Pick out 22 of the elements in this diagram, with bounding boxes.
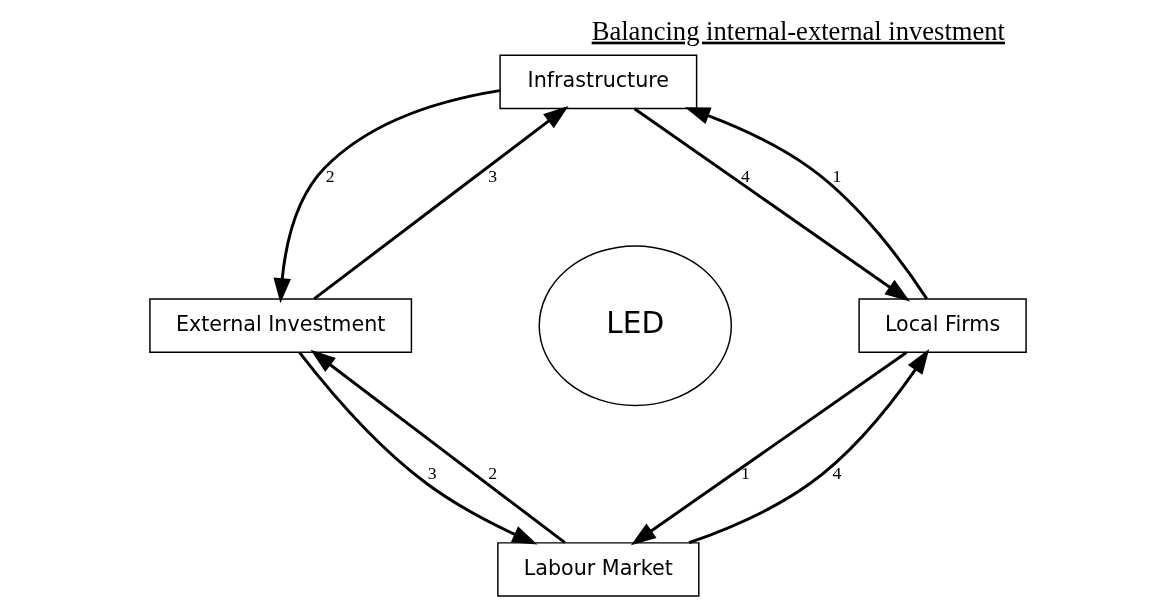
- edge-label: 2: [487, 462, 497, 483]
- arrow: [310, 349, 566, 544]
- arrow: [633, 107, 910, 302]
- node-box: Labour Market: [496, 542, 700, 597]
- arrow: [684, 107, 928, 300]
- node-box: Infrastructure: [498, 54, 697, 110]
- diagram-title: Balancing internal-external investment: [591, 15, 1005, 46]
- edge-label: 2: [325, 165, 335, 186]
- edge-label: 4: [832, 462, 841, 483]
- arrow: [312, 106, 568, 301]
- arrow: [297, 351, 537, 545]
- edge-label: 4: [740, 165, 750, 186]
- edge-label: 1: [740, 462, 750, 483]
- arrow: [272, 89, 500, 304]
- node-box: External Investment: [148, 298, 412, 353]
- arrow: [688, 349, 929, 545]
- edge-label: 3: [487, 165, 497, 186]
- edge-label: 3: [427, 462, 437, 483]
- node-ellipse: LED: [538, 245, 732, 407]
- edge-label: 1: [832, 165, 841, 186]
- node-box: Local Firms: [857, 298, 1027, 353]
- arrow: [630, 351, 907, 546]
